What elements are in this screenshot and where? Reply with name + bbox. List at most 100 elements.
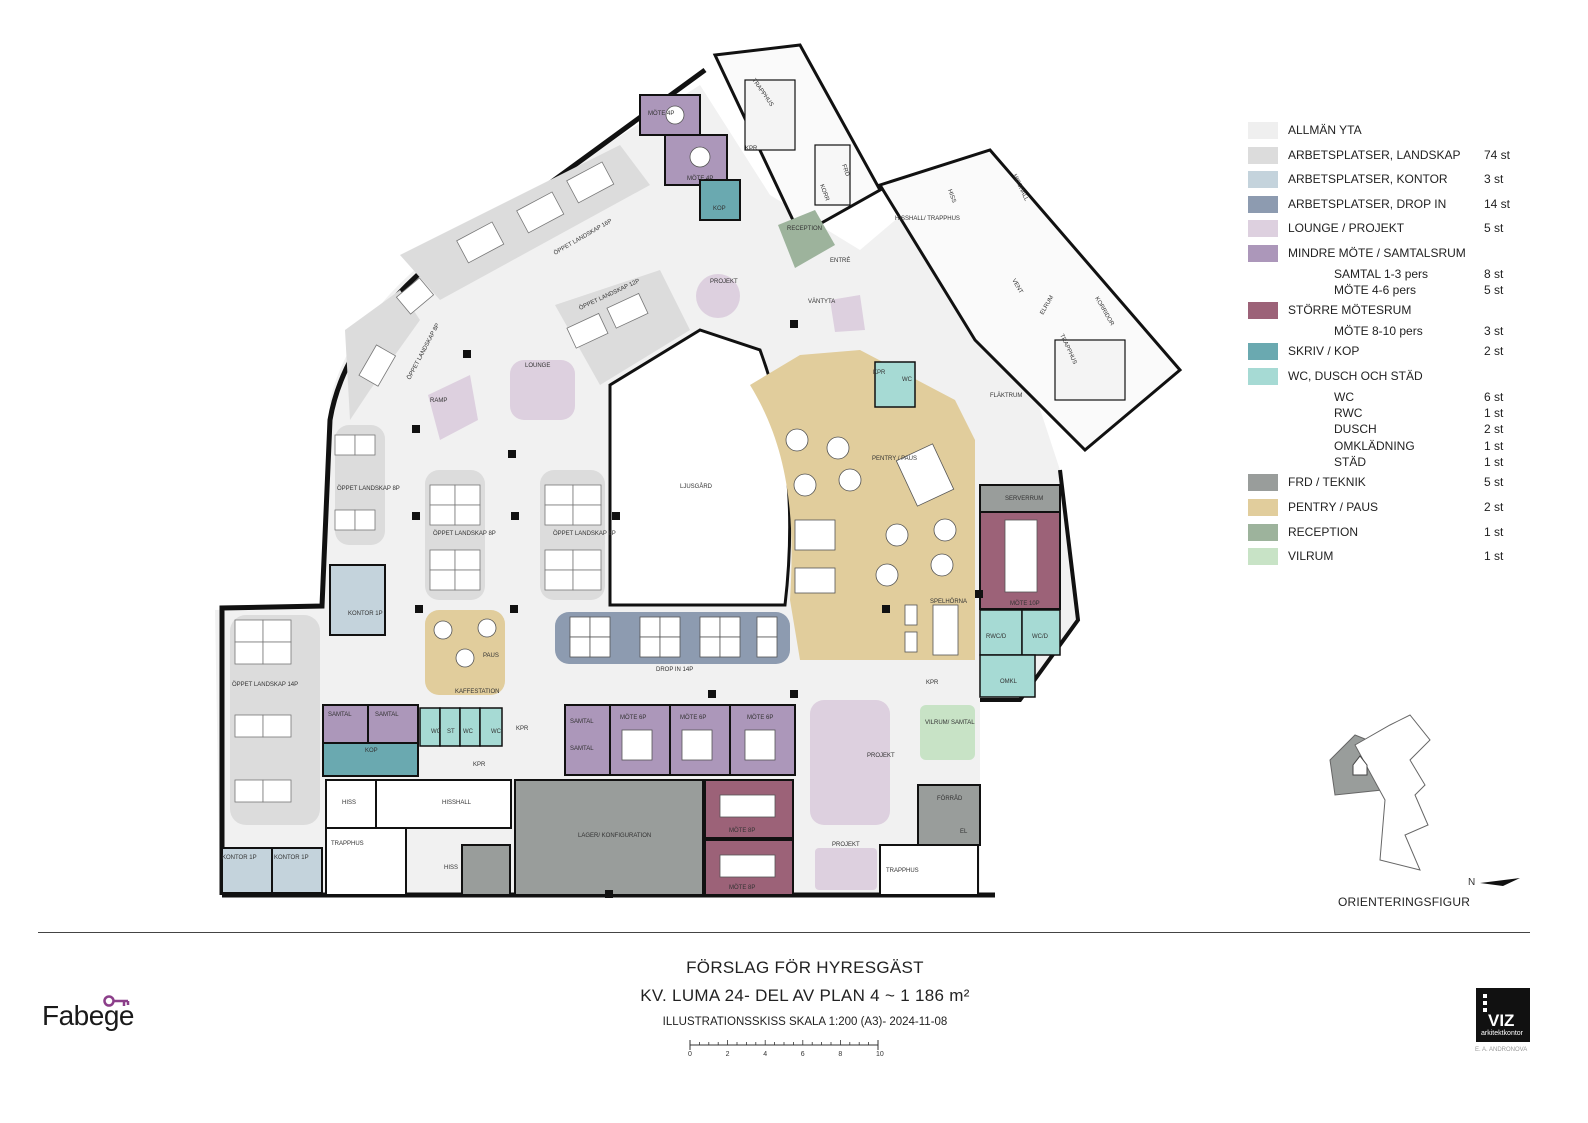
legend-subname: RWC [1334, 405, 1363, 420]
legend-subrow: MÖTE 8-10 pers 3 st [1248, 323, 1568, 339]
orientation-label: ORIENTERINGSFIGUR [1338, 895, 1471, 909]
scale-label: 4 [763, 1051, 767, 1058]
label-rwc-d: RWC/D [986, 634, 1007, 640]
label-wc-c: WC [491, 729, 502, 735]
legend-subcount: 2 st [1484, 422, 1504, 437]
outer-wall-right [980, 469, 1081, 702]
scale-label: 6 [801, 1051, 805, 1058]
label-samtal-c: SAMTAL [570, 719, 594, 725]
legend-row: ALLMÄN YTA [1248, 118, 1568, 143]
label-hiss-small: HISS [444, 865, 458, 871]
scale-label: 10 [876, 1051, 884, 1058]
scale-label: 2 [726, 1051, 730, 1058]
label-trapphus-left: TRAPPHUS [331, 841, 364, 847]
legend-row: WC, DUSCH OCH STÄD [1248, 364, 1568, 389]
label-wc-a: WC [431, 729, 442, 735]
label-korr: KORR [818, 184, 830, 203]
legend-subcount: 1 st [1484, 438, 1504, 453]
orientation-figure: N [1329, 714, 1520, 888]
pentry-tables [785, 428, 959, 656]
label-mote6p-a: MÖTE 6P [620, 714, 646, 721]
lounge-zones [428, 274, 890, 890]
label-kpr-low: KPR [473, 762, 486, 768]
legend-subrow: STÄD 1 st [1248, 454, 1568, 470]
legend-name: ARBETSPLATSER, KONTOR [1288, 172, 1448, 187]
label-hiss-bottom: HISS [342, 800, 356, 806]
legend-count: 5 st [1484, 475, 1504, 490]
label-ramp: RAMP [430, 398, 447, 404]
legend-swatch [1248, 343, 1278, 361]
legend-swatch [1248, 302, 1278, 320]
architect-tagline: arkitektkontor [1481, 1030, 1524, 1037]
label-flaktrum: FLÄKTRUM [990, 392, 1022, 399]
legend-subname: DUSCH [1334, 422, 1377, 437]
label-paus: PAUS [483, 653, 499, 659]
logo-dot-icon [1483, 1001, 1487, 1005]
serverrum [979, 484, 1061, 513]
legend-name: SKRIV / KOP [1288, 344, 1360, 359]
label-kpr-top: KPR [745, 146, 758, 152]
scale-label: 0 [688, 1051, 692, 1058]
legend-swatch [1248, 523, 1278, 541]
kop-rooms [322, 179, 741, 777]
legend-subcount: 5 st [1484, 282, 1504, 297]
label-frd-top: FRD [840, 164, 850, 178]
legend-swatch [1248, 548, 1278, 566]
legend-count: 74 st [1484, 147, 1511, 162]
legend-swatch [1248, 171, 1278, 189]
label-mote6p-b: MÖTE 6P [680, 714, 706, 721]
label-ljusgard: LJUSGÅRD [680, 483, 713, 490]
label-wc-d: WC/D [1032, 634, 1049, 640]
legend-subname: STÄD [1334, 455, 1367, 470]
legend-subrow: DUSCH 2 st [1248, 421, 1568, 437]
legend-count: 1 st [1484, 549, 1504, 564]
label-kpr-right: KPR [926, 680, 939, 686]
legend-row: ARBETSPLATSER, LANDSKAP 74 st [1248, 143, 1568, 168]
legend-row: MINDRE MÖTE / SAMTALSRUM [1248, 241, 1568, 266]
legend-name: MINDRE MÖTE / SAMTALSRUM [1288, 245, 1466, 260]
legend-name: PENTRY / PAUS [1288, 500, 1379, 515]
scale-bar: 0 2 4 6 8 10 [688, 1040, 884, 1058]
legend-subcount: 3 st [1484, 323, 1504, 338]
lager [514, 779, 704, 896]
label-st: ST [447, 729, 455, 735]
label-mote8p-b: MÖTE 8P [729, 884, 755, 891]
label-oppet-8p-right: ÖPPET LANDSKAP 8P [553, 530, 616, 537]
forrad [917, 784, 981, 846]
north-label: N [1468, 877, 1475, 888]
legend-row: RECEPTION 1 st [1248, 520, 1568, 545]
label-vilrum: VILRUM/ SAMTAL [925, 720, 975, 726]
legend-subname: MÖTE 8-10 pers [1334, 323, 1423, 338]
legend-count: 1 st [1484, 524, 1504, 539]
service-rooms [325, 779, 979, 896]
legend-subcount: 1 st [1484, 455, 1504, 470]
title-main: FÖRSLAG FÖR HYRESGÄST [686, 958, 924, 977]
legend-swatch [1248, 474, 1278, 492]
label-kontor1p: KONTOR 1P [348, 611, 383, 617]
label-lager: LAGER/ KONFIGURATION [578, 833, 651, 839]
legend-count: 3 st [1484, 172, 1504, 187]
legend-name: LOUNGE / PROJEKT [1288, 221, 1405, 236]
label-serverrum: SERVERRUM [1005, 496, 1043, 502]
legend-name: ARBETSPLATSER, DROP IN [1288, 196, 1447, 211]
label-kaffestation: KAFFESTATION [455, 689, 499, 695]
label-dropin: DROP IN 14P [656, 667, 693, 673]
divider-line [38, 932, 1530, 933]
legend-row: STÖRRE MÖTESRUM [1248, 298, 1568, 323]
label-spelhorna: SPELHÖRNA [930, 598, 967, 605]
legend-subcount: 8 st [1484, 266, 1504, 281]
label-lounge: LOUNGE [525, 363, 550, 369]
scale-label: 8 [838, 1051, 842, 1058]
legend-name: ARBETSPLATSER, LANDSKAP [1288, 147, 1461, 162]
legend-count: 14 st [1484, 196, 1511, 211]
wc-rooms [419, 361, 1061, 747]
legend-swatch [1248, 499, 1278, 517]
legend-name: RECEPTION [1288, 524, 1359, 539]
architect-logo: VIZ arkitektkontor [1476, 988, 1530, 1042]
